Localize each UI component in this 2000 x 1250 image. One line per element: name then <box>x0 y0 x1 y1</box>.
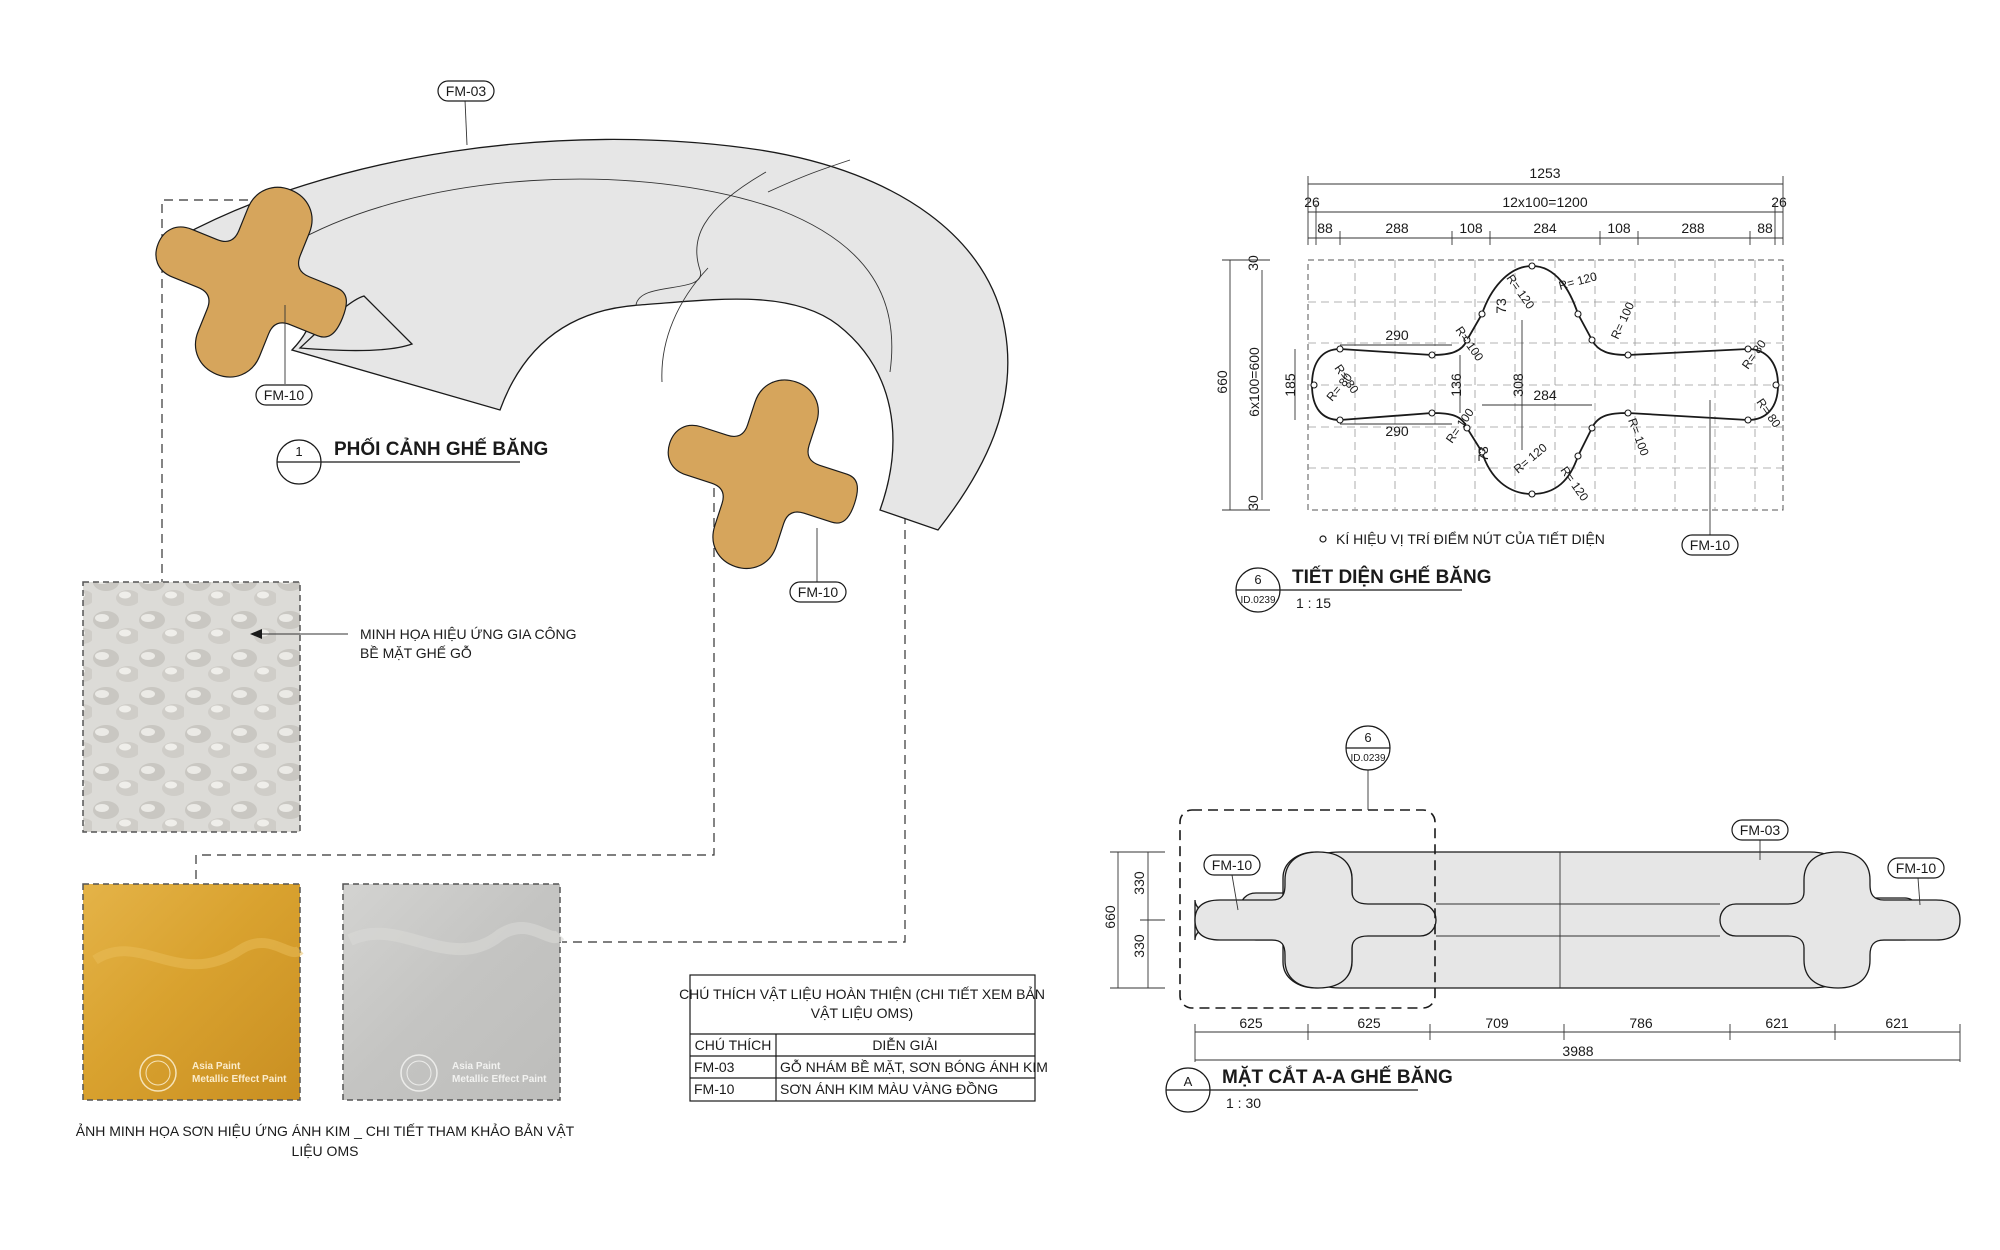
dimension-label: 88 <box>1317 220 1333 236</box>
view-number: 1 <box>295 444 302 459</box>
section-a-view: 6 ID.0239 FM-10 FM-03 FM-10 660 330 330 … <box>1102 725 1961 1062</box>
dimension-label: 290 <box>1385 327 1409 343</box>
dimension-label: 108 <box>1607 220 1631 236</box>
texture-callout-line2: BỀ MẶT GHẾ GỖ <box>360 644 472 661</box>
section-top-dims: 1253 12x100=1200 26 26 88 288 108 284 10… <box>1304 165 1787 245</box>
paint-caption-line1: ẢNH MINH HỌA SƠN HIỆU ỨNG ÁNH KIM _ CHI … <box>76 1123 575 1139</box>
dimension-label: 26 <box>1771 194 1787 210</box>
dimension-label: 330 <box>1131 934 1147 958</box>
dimension-label: 621 <box>1885 1015 1909 1031</box>
view-letter: A <box>1184 1074 1193 1089</box>
material-legend-table: CHÚ THÍCH VẬT LIỆU HOÀN THIỆN (CHI TIẾT … <box>679 974 1048 1102</box>
dimension-label: 660 <box>1214 370 1230 394</box>
bench-perspective <box>120 138 1009 597</box>
dimension-label: 88 <box>1757 220 1773 236</box>
tag-label: FM-03 <box>1740 822 1781 838</box>
tag-label: FM-10 <box>264 387 305 403</box>
table-cell: FM-10 <box>694 1081 735 1097</box>
view-number: 6 <box>1254 572 1261 587</box>
brand-name: Asia Paint <box>192 1061 241 1072</box>
view-scale: 1 : 15 <box>1296 595 1331 611</box>
dimension-label: 786 <box>1629 1015 1653 1031</box>
section-left-dims: 660 6x100=600 30 30 <box>1214 255 1270 511</box>
view-title: MẶT CẮT A-A GHẾ BĂNG <box>1222 1066 1453 1088</box>
dimension-label: 108 <box>1459 220 1483 236</box>
detail-ref-number: 6 <box>1364 730 1371 745</box>
dimension-label: 136 <box>1448 373 1464 397</box>
dimension-label: 73 <box>1475 446 1491 462</box>
dimension-label: 284 <box>1533 220 1557 236</box>
dimension-label: 73 <box>1493 298 1509 314</box>
node-legend: KÍ HIỆU VỊ TRÍ ĐIỂM NÚT CỦA TIẾT DIỆN <box>1336 530 1605 547</box>
dimension-label: 660 <box>1102 905 1118 929</box>
brand-product: Metallic Effect Paint <box>192 1074 287 1085</box>
tag-fm03-perspective: FM-03 <box>437 80 495 146</box>
tag-label: FM-10 <box>1690 537 1731 553</box>
view-title: TIẾT DIỆN GHẾ BĂNG <box>1292 566 1492 588</box>
cross-section-view: 290 290 136 308 284 185 73 73 R= 80 R= 8… <box>1214 165 1787 556</box>
texture-callout-line1: MINH HỌA HIỆU ỨNG GIA CÔNG <box>360 626 577 642</box>
dimension-label: 621 <box>1765 1015 1789 1031</box>
tag-fm10-perspective-right: FM-10 <box>789 528 847 603</box>
section-grid <box>1308 260 1783 510</box>
tag-label: FM-10 <box>1212 857 1253 873</box>
dimension-label: 288 <box>1385 220 1409 236</box>
dimension-label: 26 <box>1304 194 1320 210</box>
table-cell: FM-03 <box>694 1059 735 1075</box>
view-title-1: 1 PHỐI CẢNH GHẾ BĂNG <box>276 438 548 485</box>
gold-paint-swatch: Asia Paint Metallic Effect Paint <box>82 883 304 1101</box>
dimension-label: 30 <box>1245 495 1261 511</box>
brand-product: Metallic Effect Paint <box>452 1074 547 1085</box>
view-sheet: ID.0239 <box>1240 595 1275 606</box>
end-profile-right <box>639 350 886 597</box>
tag-fm10-perspective-left: FM-10 <box>255 305 313 406</box>
silver-paint-swatch: Asia Paint Metallic Effect Paint <box>342 883 565 1101</box>
dimension-label: 308 <box>1510 373 1526 397</box>
detail-ref-sheet: ID.0239 <box>1350 753 1385 764</box>
dimension-label: 625 <box>1239 1015 1263 1031</box>
dimension-label: 1253 <box>1529 165 1560 181</box>
tag-label: FM-03 <box>446 83 487 99</box>
table-title-line2: VẬT LIỆU OMS) <box>811 1005 913 1021</box>
paint-caption-line2: LIỆU OMS <box>292 1143 359 1159</box>
dimension-label: 6x100=600 <box>1246 347 1262 417</box>
dimension-label: 290 <box>1385 423 1409 439</box>
view-title: PHỐI CẢNH GHẾ BĂNG <box>334 438 548 460</box>
brand-name: Asia Paint <box>452 1061 501 1072</box>
view-title-6: 6 ID.0239 TIẾT DIỆN GHẾ BĂNG 1 : 15 <box>1235 566 1492 613</box>
dimension-label: 30 <box>1245 255 1261 271</box>
view-scale: 1 : 30 <box>1226 1095 1261 1111</box>
tag-label: FM-10 <box>798 584 839 600</box>
dimension-label: 284 <box>1533 387 1557 403</box>
table-cell: SƠN ÁNH KIM MÀU VÀNG ĐỒNG <box>780 1080 998 1097</box>
dimension-label: 12x100=1200 <box>1502 194 1587 210</box>
dimension-label: 288 <box>1681 220 1705 236</box>
dimension-label: 625 <box>1357 1015 1381 1031</box>
table-title-line1: CHÚ THÍCH VẬT LIỆU HOÀN THIỆN (CHI TIẾT … <box>679 986 1045 1002</box>
node-points <box>1310 262 1780 498</box>
wood-texture-swatch: MINH HỌA HIỆU ỨNG GIA CÔNG BỀ MẶT GHẾ GỖ <box>82 581 577 833</box>
dimension-label: 185 <box>1282 373 1298 397</box>
table-header-code: CHÚ THÍCH <box>695 1037 772 1053</box>
view-title-a: A MẶT CẮT A-A GHẾ BĂNG 1 : 30 <box>1165 1066 1453 1113</box>
dimension-label: 709 <box>1485 1015 1509 1031</box>
dimension-label: 330 <box>1131 871 1147 895</box>
table-header-desc: DIỄN GIẢI <box>872 1037 937 1053</box>
table-cell: GỖ NHÁM BỀ MẶT, SƠN BÓNG ÁNH KIM <box>780 1058 1048 1075</box>
material-leader-lines <box>161 199 906 943</box>
dimension-label: 3988 <box>1562 1043 1593 1059</box>
tag-label: FM-10 <box>1896 860 1937 876</box>
